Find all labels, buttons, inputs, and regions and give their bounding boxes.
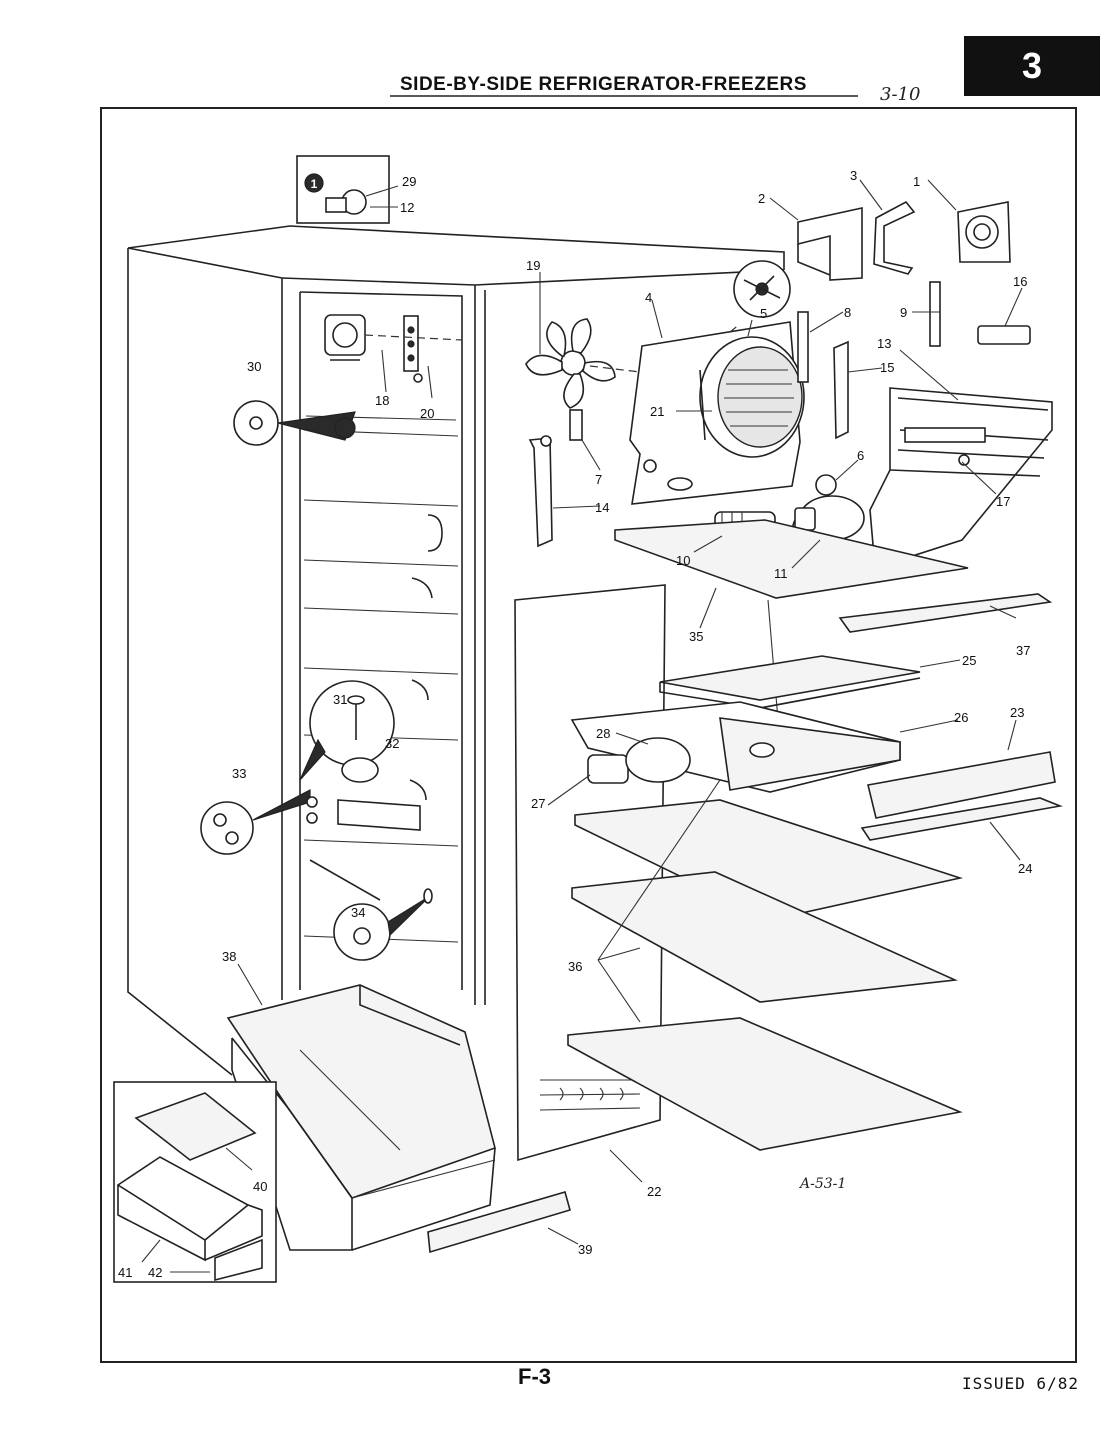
- leader-lines: [141, 179, 1023, 1273]
- thermostat-bulb-part: [815, 474, 837, 496]
- shelf-rail-part: [838, 593, 1053, 633]
- bracket-part: [403, 315, 423, 383]
- part-label-7: 7: [595, 472, 602, 487]
- housing-part: [957, 201, 1011, 263]
- part-label-39: 39: [578, 1242, 592, 1257]
- shelf-support-detail: [200, 789, 318, 855]
- fresh-food-liner-part: [514, 584, 779, 1162]
- part-label-40: 40: [253, 1179, 267, 1194]
- part-label-28: 28: [596, 726, 610, 741]
- clamp-part: [873, 200, 916, 275]
- diagram-frame: [100, 107, 1077, 1363]
- control-rod-part: [833, 340, 849, 440]
- part-label-26: 26: [954, 710, 968, 725]
- part-label-22: 22: [647, 1184, 661, 1199]
- control-panel-part: [869, 387, 1053, 570]
- part-label-42: 42: [148, 1265, 162, 1280]
- part-label-41: 41: [118, 1265, 132, 1280]
- plug-button-detail: [333, 888, 433, 961]
- fan-shroud-part: [699, 336, 805, 458]
- part-label-9: 9: [900, 305, 907, 320]
- section-number-tab: 3: [964, 36, 1100, 96]
- part-label-36: 36: [568, 959, 582, 974]
- part-label-19: 19: [526, 258, 540, 273]
- part-label-35: 35: [689, 629, 703, 644]
- part-label-13: 13: [877, 336, 891, 351]
- crisper-lamp-part: [587, 737, 691, 784]
- part-label-12: 12: [400, 200, 414, 215]
- part-label-14: 14: [595, 500, 609, 515]
- freezer-basket-part: [226, 984, 496, 1251]
- gasket-strip-part: [929, 281, 941, 347]
- drawing-code: A-53-1: [800, 1176, 847, 1192]
- part-label-21: 21: [650, 404, 664, 419]
- part-label-33: 33: [232, 766, 246, 781]
- light-socket-detail: [299, 680, 395, 783]
- part-label-23: 23: [1010, 705, 1024, 720]
- crisper-frame-part: [867, 751, 1056, 819]
- part-label-25: 25: [962, 653, 976, 668]
- drawer-rail-part: [427, 1191, 571, 1254]
- part-label-10: 10: [676, 553, 690, 568]
- part-label-16: 16: [1013, 274, 1027, 289]
- issued-date: ISSUED 6/82: [962, 1374, 1079, 1393]
- knob-part: [977, 325, 1031, 345]
- fan-motor-part: [324, 314, 366, 361]
- fan-blade-small-part: [733, 260, 791, 318]
- part-label-34: 34: [351, 905, 365, 920]
- part-label-15: 15: [880, 360, 894, 375]
- heater-strip-part: [797, 311, 809, 383]
- part-label-31: 31: [333, 692, 347, 707]
- part-label-2: 2: [758, 191, 765, 206]
- crisper-rail-part: [860, 797, 1063, 841]
- top-shelf-part: [614, 519, 969, 599]
- glass-shelf-3-part: [567, 1017, 963, 1151]
- part-label-4: 4: [645, 290, 652, 305]
- glass-shelf-1-part: [574, 799, 964, 921]
- part-label-27: 27: [531, 796, 545, 811]
- part-label-5: 5: [760, 306, 767, 321]
- handwritten-reference: 3-10: [880, 84, 921, 105]
- fan-blade-part: [525, 318, 616, 409]
- light-shield-part: [570, 701, 901, 793]
- part-label-1: 1: [913, 174, 920, 189]
- spacer-part: [569, 409, 583, 441]
- cabinet-body: [127, 225, 785, 1076]
- page-number: F-3: [518, 1364, 551, 1389]
- part-label-11: 11: [774, 566, 788, 581]
- part-label-29: 29: [402, 174, 416, 189]
- damper-link-part: [528, 435, 601, 548]
- ice-tray-inset: [113, 1081, 277, 1283]
- part-labels: 1 2 3 4 5 6 7 8 9 10 11 12 13 14 15 16 1…: [118, 168, 1032, 1280]
- part-label-32: 32: [385, 736, 399, 751]
- part-label-6: 6: [857, 448, 864, 463]
- part-label-30: 30: [247, 359, 261, 374]
- inset-marker: 1: [311, 177, 318, 191]
- part-label-18: 18: [375, 393, 389, 408]
- part-label-8: 8: [844, 305, 851, 320]
- light-cover-part: [233, 400, 356, 446]
- part-label-37: 37: [1016, 643, 1030, 658]
- part-label-24: 24: [1018, 861, 1032, 876]
- part-label-17: 17: [996, 494, 1010, 509]
- glass-shelf-2-part: [571, 871, 958, 1003]
- inset-key-detail: 1: [296, 155, 399, 224]
- page-title: SIDE-BY-SIDE REFRIGERATOR-FREEZERS: [400, 74, 807, 95]
- part-label-20: 20: [420, 406, 434, 421]
- evaporator-bracket-part: [797, 207, 863, 281]
- part-label-38: 38: [222, 949, 236, 964]
- crisper-cover-part: [659, 655, 921, 701]
- part-label-3: 3: [850, 168, 857, 183]
